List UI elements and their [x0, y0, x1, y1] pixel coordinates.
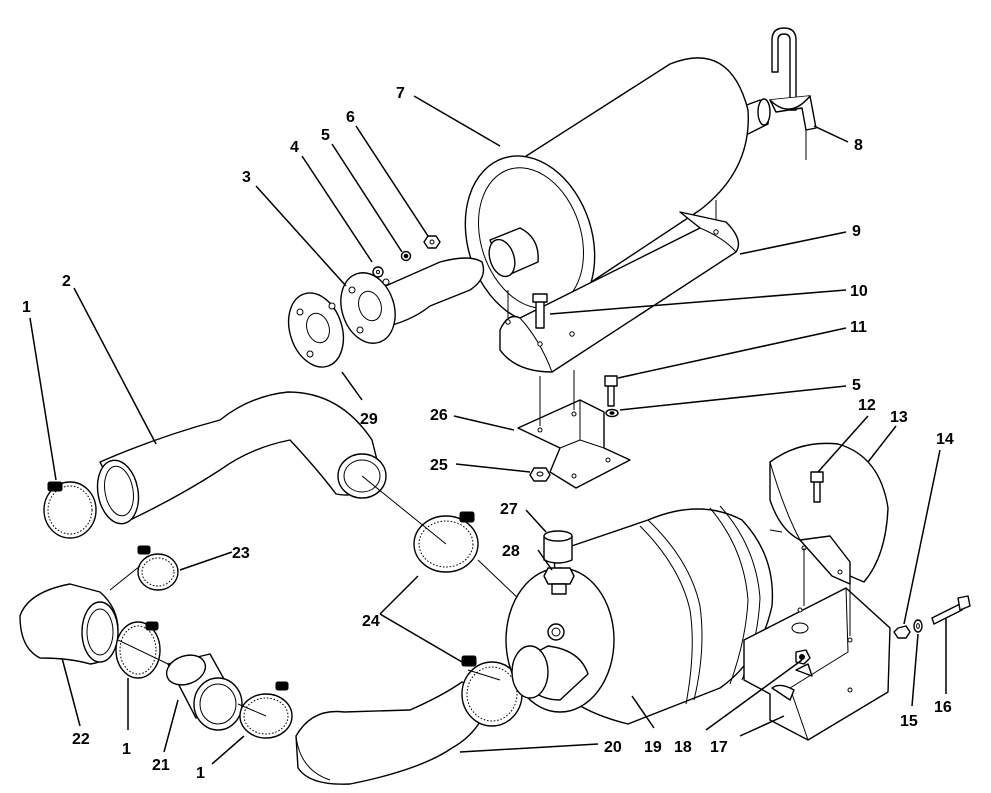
hose-clamp-1a [43, 481, 97, 539]
callout-20: 20 [604, 739, 622, 756]
callout-12: 12 [858, 397, 876, 414]
hose-clamp-23 [137, 545, 179, 591]
callout-16: 16 [934, 699, 952, 716]
hose-clamp-1c [239, 681, 293, 739]
locknut-18 [795, 649, 811, 665]
callout-1: 1 [196, 765, 205, 782]
callout-29: 29 [360, 411, 378, 428]
air-cleaner-mounting-bracket [743, 548, 891, 741]
callout-1: 1 [22, 299, 31, 316]
callout-5: 5 [852, 377, 861, 394]
air-intake-hose-upper [96, 391, 387, 525]
flange-lockwasher [400, 250, 412, 262]
callout-25: 25 [430, 457, 448, 474]
capscrew-10 [532, 293, 548, 329]
muffler-clamp-bracket [769, 95, 817, 131]
air-cleaner-assembly [505, 505, 774, 725]
callout-22: 22 [72, 731, 90, 748]
callout-19: 19 [644, 739, 662, 756]
support-bracket [517, 370, 631, 489]
callout-24: 24 [362, 613, 380, 630]
flange-nut [423, 235, 441, 249]
exhaust-flange-pipe [340, 257, 485, 344]
callout-4: 4 [290, 139, 299, 156]
flange-gasket [287, 292, 345, 368]
hose-clamp-24-lower [461, 655, 523, 727]
callout-21: 21 [152, 757, 170, 774]
hose-clamp-24-upper [413, 511, 479, 573]
washer-15 [913, 619, 923, 633]
locknut-25 [529, 467, 551, 482]
capscrew-16 [931, 595, 971, 625]
callout-8: 8 [854, 137, 863, 154]
callout-numbers: 1 2 3 4 5 6 7 8 9 10 11 5 12 13 14 25 26… [22, 85, 954, 782]
capscrew-11 [604, 375, 618, 407]
callout-11: 11 [850, 319, 867, 336]
callout-15: 15 [900, 713, 918, 730]
vacuator-valve-fitting [543, 567, 575, 595]
flange-washer [372, 266, 384, 278]
washer-5 [605, 408, 619, 418]
callout-1: 1 [122, 741, 131, 758]
callout-2: 2 [62, 273, 71, 290]
callout-23: 23 [232, 545, 250, 562]
callout-28: 28 [502, 543, 520, 560]
callout-18: 18 [674, 739, 692, 756]
air-intake-elbow-hose-left [19, 583, 119, 665]
callout-17: 17 [710, 739, 728, 756]
air-cleaner-mounting-band [769, 442, 889, 585]
air-intake-hose-lower [295, 681, 491, 785]
callout-7: 7 [396, 85, 405, 102]
callout-10: 10 [850, 283, 868, 300]
callout-13: 13 [890, 409, 908, 426]
callout-5: 5 [321, 127, 330, 144]
callout-3: 3 [242, 169, 251, 186]
dust-cap [543, 530, 573, 564]
callout-6: 6 [346, 109, 355, 126]
hose-coupler [165, 653, 243, 731]
callout-26: 26 [430, 407, 448, 424]
callout-14: 14 [936, 431, 954, 448]
callout-9: 9 [852, 223, 861, 240]
nut-14 [893, 625, 911, 639]
muffler-mount-saddle [499, 130, 807, 373]
leader-lines [29, 95, 947, 765]
callout-27: 27 [500, 501, 518, 518]
